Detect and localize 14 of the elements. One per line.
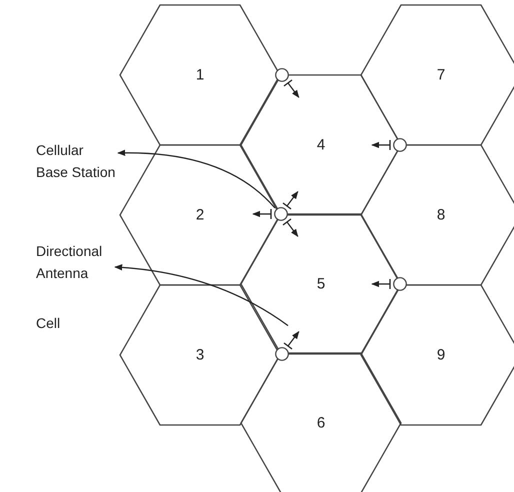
cell-number: 7 (436, 66, 446, 84)
callout-text: Directional Antenna (36, 240, 116, 284)
cell-number: 5 (316, 276, 326, 292)
cell-number: 1 (196, 66, 204, 84)
cell-number: 4 (316, 136, 326, 154)
cell-number: 9 (436, 346, 446, 364)
cell-number: 8 (436, 206, 446, 224)
callout-text: Cellular Base Station (36, 139, 116, 183)
cell-number: 6 (316, 414, 326, 432)
cell-number: 2 (196, 206, 204, 224)
callout-text: Cell (36, 314, 62, 333)
cell-number: 3 (196, 346, 204, 364)
leader-line (114, 264, 288, 326)
leader-line (117, 150, 276, 208)
